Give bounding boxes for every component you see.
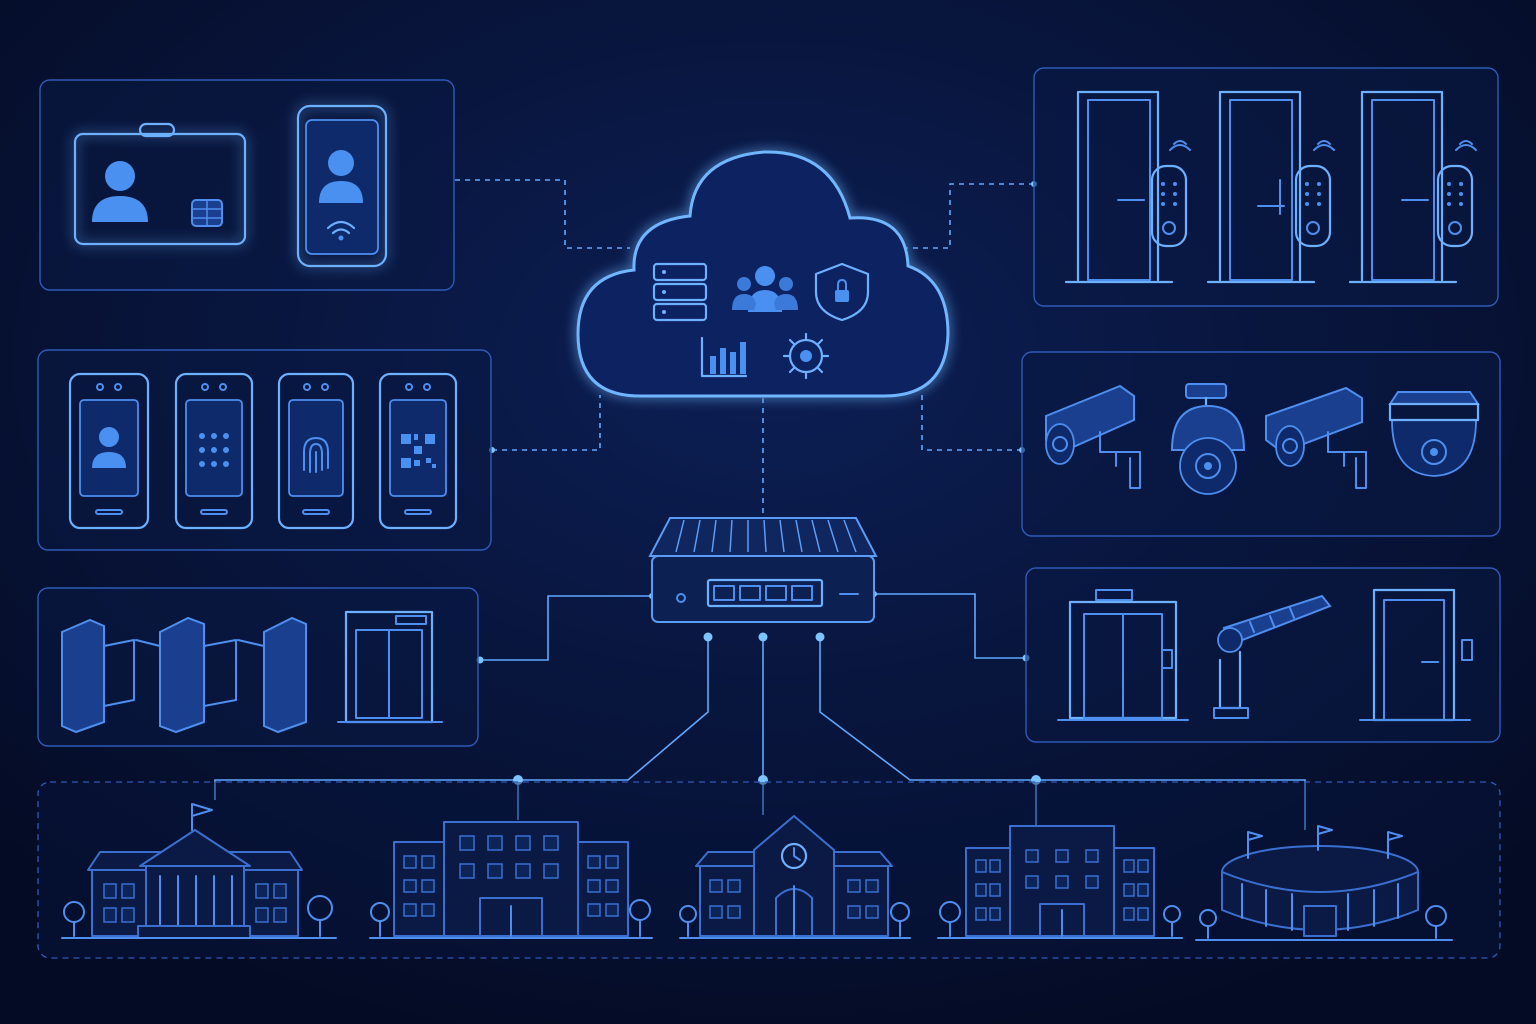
cameras-panel bbox=[1021, 351, 1501, 537]
elevator-icon bbox=[1057, 589, 1189, 721]
link-turnstiles-controller bbox=[480, 595, 652, 661]
link-locks-cloud bbox=[895, 183, 1034, 249]
credentials-panel bbox=[39, 79, 455, 291]
link-controller-barriers bbox=[874, 593, 1026, 659]
link-cameras-cloud bbox=[921, 395, 1022, 451]
bullet-camera-icon bbox=[1265, 386, 1367, 489]
link-credentials-cloud bbox=[455, 179, 630, 249]
fingerprint-reader-icon bbox=[277, 372, 355, 530]
door-icon bbox=[1359, 588, 1473, 722]
door-lock-icon bbox=[1064, 90, 1191, 284]
stadium-icon bbox=[1195, 825, 1453, 941]
dome-camera-icon bbox=[1388, 391, 1480, 477]
ptz-camera-icon bbox=[1170, 383, 1246, 495]
office-building-icon bbox=[369, 821, 653, 939]
bullet-camera-icon bbox=[1045, 384, 1141, 489]
gear-icon bbox=[782, 332, 830, 380]
hospital-building-icon bbox=[937, 825, 1183, 939]
door-lock-icon bbox=[1348, 90, 1477, 284]
door-lock-icon bbox=[1206, 90, 1335, 284]
shield-lock-icon bbox=[814, 262, 870, 322]
link-readers-cloud bbox=[492, 395, 601, 451]
readers-panel bbox=[37, 349, 492, 551]
barriers-panel bbox=[1025, 567, 1501, 743]
server-stack-icon bbox=[652, 262, 708, 322]
turnstiles-panel bbox=[37, 587, 479, 747]
speed-gate-icon bbox=[61, 616, 307, 734]
cloud-platform bbox=[576, 150, 950, 398]
turnstile-door-icon bbox=[337, 610, 443, 724]
id-card-icon bbox=[73, 122, 247, 246]
school-icon bbox=[679, 815, 911, 939]
bar-chart-icon bbox=[700, 336, 748, 378]
face-reader-icon bbox=[68, 372, 150, 530]
link-controller-stadium bbox=[819, 637, 1306, 830]
smart-locks-panel bbox=[1033, 67, 1499, 307]
mobile-credential-icon bbox=[296, 104, 388, 268]
keypad-reader-icon bbox=[174, 372, 254, 530]
link-controller-government bbox=[214, 637, 709, 800]
barrier-gate-icon bbox=[1213, 594, 1332, 719]
network-controller-icon bbox=[648, 517, 878, 623]
user-group-icon bbox=[732, 266, 798, 312]
qr-reader-icon bbox=[378, 372, 458, 530]
government-building-icon bbox=[61, 803, 337, 939]
